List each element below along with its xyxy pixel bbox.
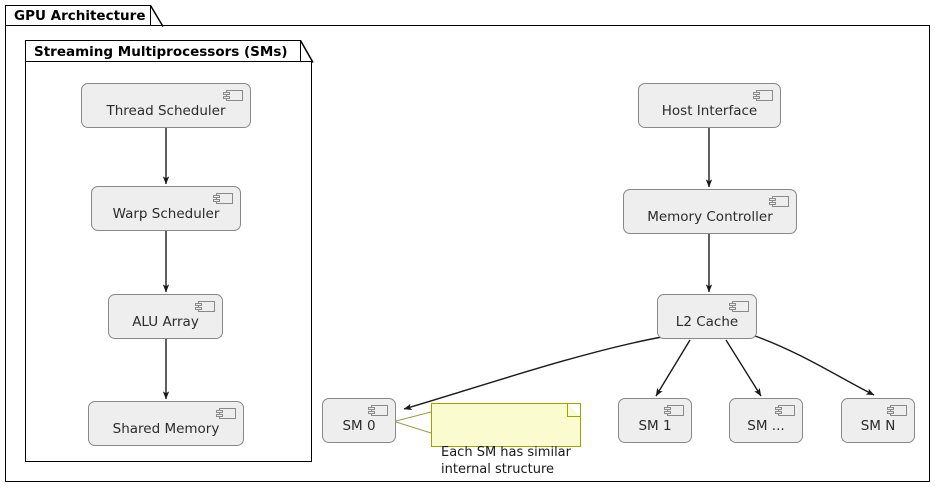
- component-label: SM 0: [342, 417, 376, 434]
- component-label: Memory Controller: [647, 208, 773, 225]
- component-sm-n[interactable]: SM N: [841, 398, 915, 443]
- package-title-streaming-multiprocessors: Streaming Multiprocessors (SMs): [34, 43, 288, 60]
- uml-component-icon: [223, 90, 243, 101]
- component-label: SM ...: [747, 417, 785, 434]
- component-label: SM N: [860, 417, 896, 434]
- component-label: Shared Memory: [112, 420, 220, 437]
- package-tab-gpu-architecture: GPU Architecture: [5, 5, 151, 26]
- component-thread-scheduler[interactable]: Thread Scheduler: [81, 83, 251, 128]
- uml-component-icon: [753, 90, 773, 101]
- component-l2-cache[interactable]: L2 Cache: [657, 294, 757, 339]
- component-label: Thread Scheduler: [106, 102, 226, 119]
- component-label: ALU Array: [132, 313, 199, 330]
- component-label: Warp Scheduler: [112, 205, 220, 222]
- component-sm-1[interactable]: SM 1: [618, 398, 692, 443]
- package-body-streaming-multiprocessors: [25, 61, 312, 462]
- component-sm-0[interactable]: SM 0: [322, 398, 396, 443]
- component-host-interface[interactable]: Host Interface: [638, 83, 781, 128]
- uml-component-icon: [368, 405, 388, 416]
- uml-component-icon: [775, 405, 795, 416]
- uml-component-icon: [769, 196, 789, 207]
- note-sm-internal-structure[interactable]: Each SM has similar internal structure: [431, 403, 581, 477]
- component-shared-memory[interactable]: Shared Memory: [88, 401, 244, 446]
- component-label: L2 Cache: [675, 313, 739, 330]
- component-label: Host Interface: [661, 102, 758, 119]
- component-alu-array[interactable]: ALU Array: [108, 294, 223, 339]
- uml-component-icon: [216, 408, 236, 419]
- uml-component-icon: [213, 193, 233, 204]
- package-body-gpu-architecture: [5, 25, 930, 482]
- note-fold-corner: [567, 404, 580, 417]
- component-sm-ellipsis[interactable]: SM ...: [729, 398, 803, 443]
- uml-component-icon: [664, 405, 684, 416]
- uml-component-icon: [195, 301, 215, 312]
- note-text: Each SM has similar internal structure: [441, 445, 571, 477]
- uml-component-icon: [729, 301, 749, 312]
- component-warp-scheduler[interactable]: Warp Scheduler: [91, 186, 241, 231]
- package-title-gpu-architecture: GPU Architecture: [14, 8, 146, 24]
- component-memory-controller[interactable]: Memory Controller: [623, 189, 797, 234]
- component-label: SM 1: [638, 417, 672, 434]
- package-tab-streaming-multiprocessors: Streaming Multiprocessors (SMs): [25, 40, 301, 62]
- uml-component-icon: [887, 405, 907, 416]
